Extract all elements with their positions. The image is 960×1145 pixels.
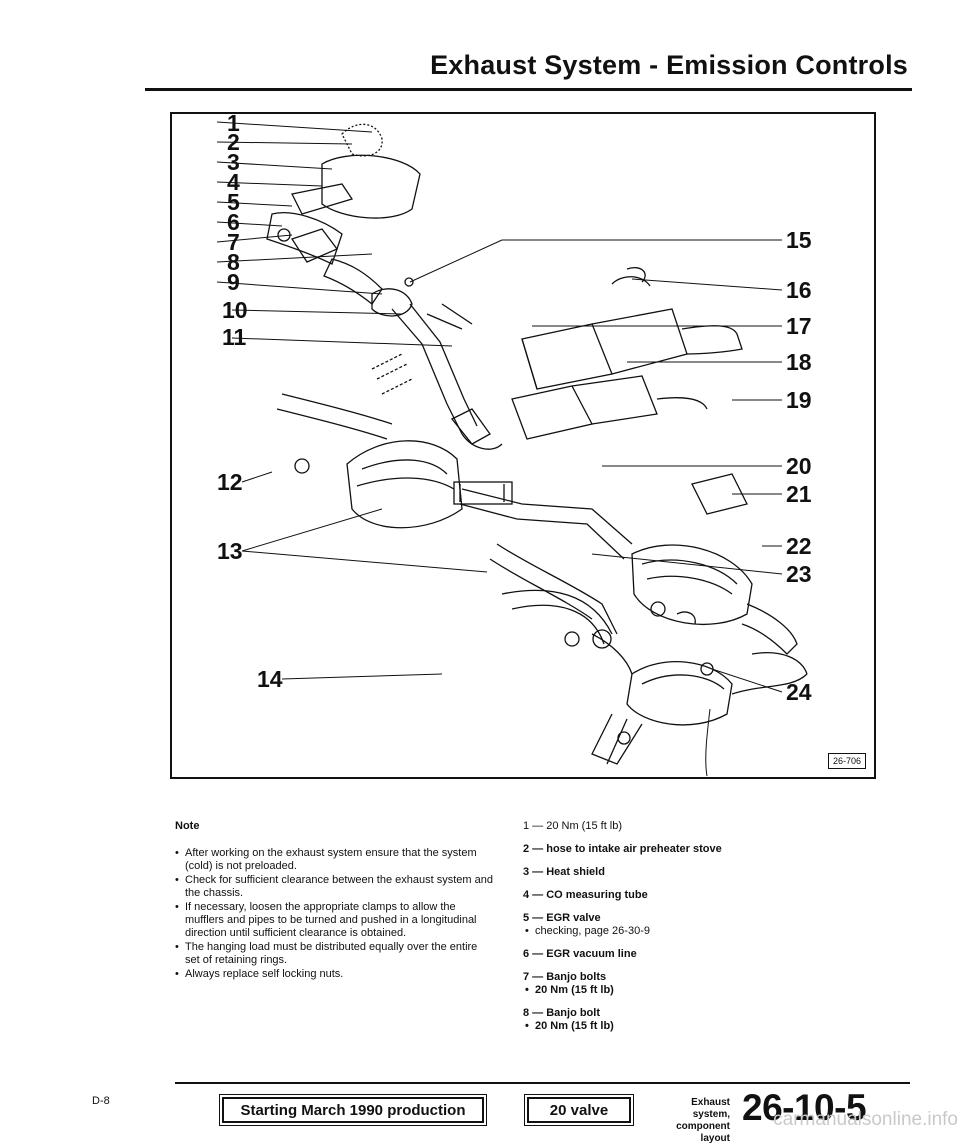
front-pipe-drawing bbox=[391, 303, 503, 450]
callout-21: 21 bbox=[786, 481, 812, 507]
legend-item: 4 — CO measuring tube bbox=[523, 889, 783, 902]
legend-item: 1 — 20 Nm (15 ft lb) bbox=[523, 820, 783, 833]
gaskets-drawing bbox=[294, 458, 748, 745]
callout-19: 19 bbox=[786, 387, 812, 413]
legend-label: 7 — Banjo bolts bbox=[523, 971, 607, 983]
callout-4: 4 bbox=[227, 169, 240, 195]
callout-2: 2 bbox=[227, 129, 240, 155]
callout-10: 10 bbox=[222, 297, 248, 323]
note-item: Always replace self locking nuts. bbox=[175, 968, 495, 981]
catalytic-converter-drawing bbox=[511, 308, 743, 440]
note-item: After working on the exhaust system ensu… bbox=[175, 847, 495, 873]
watermark: carmanualsonline.info bbox=[773, 1109, 958, 1130]
page-title: Exhaust System - Emission Controls bbox=[430, 50, 908, 80]
leader-lines-left bbox=[216, 121, 488, 680]
callout-13: 13 bbox=[217, 538, 243, 564]
legend-sub-item: 20 Nm (15 ft lb) bbox=[523, 1020, 783, 1033]
legend-label: 5 — EGR valve bbox=[523, 912, 601, 924]
exploded-view-figure: 1 2 3 4 5 6 7 8 9 10 11 12 13 14 15 16 1… bbox=[170, 112, 876, 779]
legend-sub-item: 20 Nm (15 ft lb) bbox=[523, 984, 783, 997]
callout-22: 22 bbox=[786, 533, 812, 559]
legend-label: 1 — 20 Nm (15 ft lb) bbox=[523, 820, 623, 832]
callout-12: 12 bbox=[217, 469, 243, 495]
figure-id-label: 26-706 bbox=[827, 753, 866, 769]
section-name-line: Exhaust system, bbox=[691, 1097, 730, 1120]
section-name-line: component layout bbox=[676, 1121, 730, 1144]
callout-15: 15 bbox=[786, 227, 812, 253]
callout-24: 24 bbox=[786, 679, 812, 705]
callout-1: 1 bbox=[227, 110, 240, 136]
legend-label: 2 — hose to intake air preheater stove bbox=[523, 843, 722, 855]
legend-label: 8 — Banjo bolt bbox=[523, 1007, 600, 1019]
legend-item: 7 — Banjo bolts 20 Nm (15 ft lb) bbox=[523, 971, 783, 997]
legend-item: 3 — Heat shield bbox=[523, 866, 783, 879]
page-number: 26-10-5 bbox=[742, 1087, 867, 1128]
legend-item: 5 — EGR valve checking, page 26-30-9 bbox=[523, 912, 783, 938]
exhaust-system-illustration bbox=[216, 121, 808, 777]
callout-14: 14 bbox=[257, 666, 283, 692]
callout-8: 8 bbox=[227, 249, 240, 275]
legend-label: 3 — Heat shield bbox=[523, 866, 605, 878]
legend-sub-item: checking, page 26-30-9 bbox=[523, 925, 783, 938]
section-name: Exhaust system, component layout bbox=[654, 1097, 730, 1145]
callout-23: 23 bbox=[786, 561, 812, 587]
leader-lines-right bbox=[409, 239, 783, 777]
callout-6: 6 bbox=[227, 209, 240, 235]
callout-7: 7 bbox=[227, 229, 240, 255]
callout-20: 20 bbox=[786, 453, 812, 479]
page-code: D-8 bbox=[92, 1095, 110, 1107]
production-tag: Starting March 1990 production bbox=[219, 1094, 487, 1126]
callout-3: 3 bbox=[227, 149, 240, 175]
callout-16: 16 bbox=[786, 277, 812, 303]
front-muffler-drawing bbox=[276, 393, 633, 560]
parts-legend: 1 — 20 Nm (15 ft lb) 2 — hose to intake … bbox=[523, 820, 783, 1043]
header-divider bbox=[145, 88, 912, 91]
legend-item: 6 — EGR vacuum line bbox=[523, 948, 783, 961]
rear-muffler-drawing bbox=[489, 543, 798, 655]
legend-item: 2 — hose to intake air preheater stove bbox=[523, 843, 783, 856]
valve-tag: 20 valve bbox=[524, 1094, 634, 1126]
note-item: If necessary, loosen the appropriate cla… bbox=[175, 901, 495, 940]
callout-18: 18 bbox=[786, 349, 812, 375]
callout-17: 17 bbox=[786, 313, 812, 339]
note-item: Check for sufficient clearance between t… bbox=[175, 874, 495, 900]
callout-11: 11 bbox=[222, 324, 247, 350]
notes-list: After working on the exhaust system ensu… bbox=[175, 847, 495, 981]
legend-label: 4 — CO measuring tube bbox=[523, 889, 648, 901]
notes-heading: Note bbox=[175, 820, 200, 832]
note-item: The hanging load must be distributed equ… bbox=[175, 941, 495, 967]
legend-item: 8 — Banjo bolt 20 Nm (15 ft lb) bbox=[523, 1007, 783, 1033]
notes-section: Note After working on the exhaust system… bbox=[175, 820, 495, 982]
manifold-assembly-drawing bbox=[266, 123, 421, 317]
callout-5: 5 bbox=[227, 189, 240, 215]
tail-muffler-drawing bbox=[591, 633, 808, 765]
footer-divider bbox=[175, 1082, 910, 1084]
middle-clamp-drawing bbox=[453, 481, 513, 505]
legend-label: 6 — EGR vacuum line bbox=[523, 948, 637, 960]
callout-9: 9 bbox=[227, 269, 240, 295]
